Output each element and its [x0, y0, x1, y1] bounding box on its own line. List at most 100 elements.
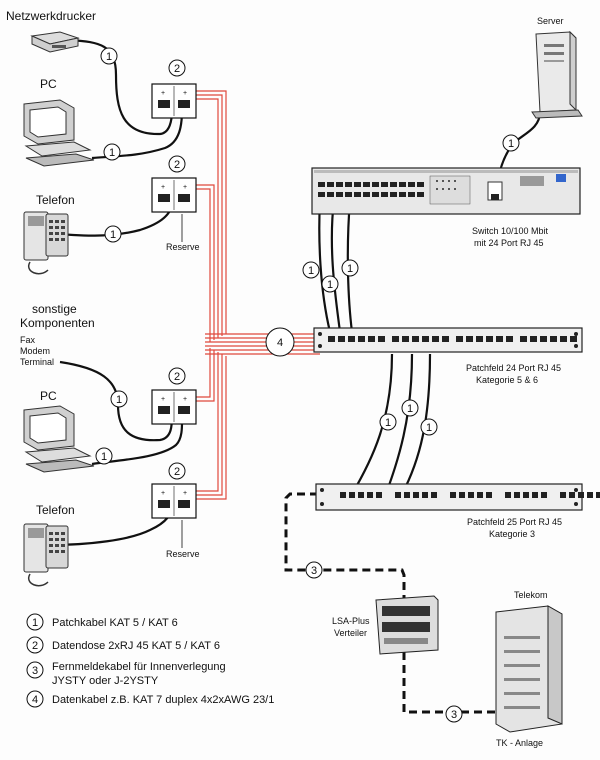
svg-text:2: 2 [174, 466, 180, 478]
rj45-port [345, 182, 352, 187]
label-switch-2: mit 24 Port RJ 45 [474, 238, 544, 248]
label-pc2: PC [40, 389, 57, 403]
label-telefon2: Telefon [36, 503, 75, 517]
svg-text:+: + [183, 396, 187, 403]
svg-text:1: 1 [308, 265, 314, 277]
rj45-port [486, 492, 492, 498]
data-socket-4: + + [151, 483, 197, 519]
data-socket-3: + + [151, 389, 197, 425]
rj45-port [402, 336, 409, 342]
rj45-port [417, 192, 424, 197]
rj45-port [378, 336, 385, 342]
rj45-port [354, 192, 361, 197]
svg-text:+: + [161, 490, 165, 497]
rj45-port [408, 192, 415, 197]
rj45-port [408, 182, 415, 187]
label-sonstige-2: Komponenten [20, 316, 95, 330]
rj45-port [381, 182, 388, 187]
patch-cable-5 [384, 353, 414, 495]
legend-item-1: 1 Patchkabel KAT 5 / KAT 6 [26, 613, 178, 631]
rj45-port [404, 492, 410, 498]
rj45-port [596, 492, 600, 498]
patch-cable-4 [351, 353, 394, 495]
label-sonstige-1: sonstige [32, 302, 77, 316]
marker-4-bundle: 4 [265, 327, 295, 357]
rj45-port [392, 336, 399, 342]
svg-text:1: 1 [106, 51, 112, 63]
rj45-port [363, 182, 370, 187]
svg-text:+: + [183, 490, 187, 497]
rj45-port [541, 492, 547, 498]
pc1-icon [23, 99, 95, 167]
rj45-port [381, 192, 388, 197]
rj45-port [431, 492, 437, 498]
telefon1-icon [23, 211, 69, 275]
rj45-port [550, 336, 557, 342]
svg-text:3: 3 [32, 665, 38, 677]
telefon2-icon [23, 523, 69, 587]
marker-1-pc2: 1 [95, 447, 113, 465]
label-lsa-1: LSA-Plus [332, 616, 370, 626]
rj45-port [363, 192, 370, 197]
label-modem: Modem [20, 346, 50, 356]
rj45-port [506, 336, 513, 342]
rj45-port [530, 336, 537, 342]
rj45-port [318, 182, 325, 187]
legend-item-3: 3 Fernmeldekabel für Innenverlegung JYST… [26, 661, 226, 687]
rj45-port [390, 182, 397, 187]
rj45-port [345, 192, 352, 197]
rj45-port [358, 336, 365, 342]
label-telefon1: Telefon [36, 193, 75, 207]
rj45-port [358, 492, 364, 498]
marker-2-socket-1: 2 [168, 59, 186, 77]
rj45-port [368, 336, 375, 342]
rj45-port [496, 336, 503, 342]
rj45-port [338, 336, 345, 342]
rj45-port [372, 192, 379, 197]
label-patch24-2: Kategorie 5 & 6 [476, 375, 538, 385]
legend-item-4: 4 Datenkabel z.B. KAT 7 duplex 4x2xAWG 2… [26, 690, 274, 708]
svg-text:Patchkabel KAT 5 / KAT 6: Patchkabel KAT 5 / KAT 6 [52, 617, 178, 629]
marker-1-patch-e: 1 [401, 399, 419, 417]
svg-text:1: 1 [32, 617, 38, 629]
printer-cable [69, 38, 174, 136]
server-icon [531, 30, 583, 119]
fernmelde-cable-1 [284, 492, 406, 598]
svg-text:+: + [183, 184, 187, 191]
patch-panel-24 [313, 327, 583, 353]
svg-text:1: 1 [327, 279, 333, 291]
rj45-port [560, 336, 567, 342]
marker-2-socket-4: 2 [168, 462, 186, 480]
rj45-port [477, 492, 483, 498]
rj45-port [348, 336, 355, 342]
label-lsa-2: Verteiler [334, 628, 367, 638]
data-socket-1: + + [151, 83, 197, 119]
tk-system [495, 605, 563, 733]
data-socket-2: + + [151, 177, 197, 213]
rj45-port [399, 192, 406, 197]
label-switch-1: Switch 10/100 Mbit [472, 226, 549, 236]
label-server: Server [537, 16, 564, 26]
svg-text:1: 1 [109, 147, 115, 159]
svg-text:2: 2 [174, 63, 180, 75]
svg-text:Datenkabel z.B. KAT 7 duplex 4: Datenkabel z.B. KAT 7 duplex 4x2xAWG 23/… [52, 694, 274, 706]
device-cables [47, 38, 542, 547]
rj45-port [532, 492, 538, 498]
patch-cable-1 [318, 199, 332, 333]
rj45-port [560, 492, 566, 498]
svg-text:1: 1 [110, 229, 116, 241]
marker-1-fax: 1 [110, 390, 128, 408]
patch-panel-25 [315, 483, 600, 511]
rj45-port [327, 192, 334, 197]
rj45-port [450, 492, 456, 498]
rj45-port [569, 492, 575, 498]
rj45-port [336, 192, 343, 197]
rj45-port [372, 182, 379, 187]
rj45-port [587, 492, 593, 498]
rj45-port [540, 336, 547, 342]
marker-1-printer: 1 [100, 47, 118, 65]
svg-text:+: + [161, 184, 165, 191]
label-patch25-1: Patchfeld 25 Port RJ 45 [467, 517, 562, 527]
